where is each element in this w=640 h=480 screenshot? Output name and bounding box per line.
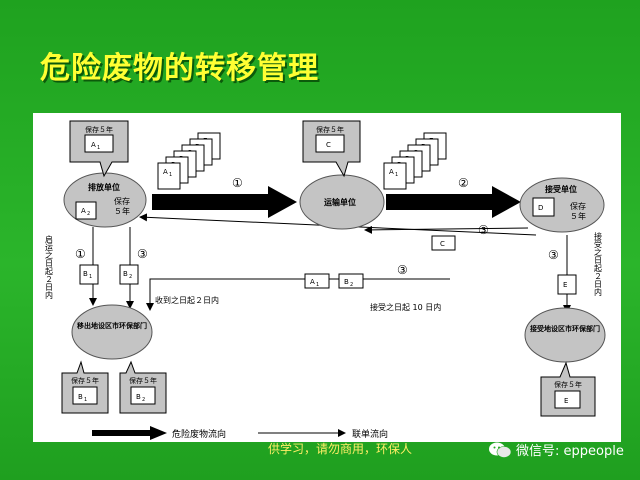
svg-text:1: 1	[169, 172, 172, 178]
retain-bubble-transporter-label: 保存５年	[316, 125, 344, 134]
svg-text:1: 1	[395, 172, 398, 178]
svg-text:1: 1	[89, 274, 92, 280]
svg-text:1: 1	[97, 145, 100, 151]
form-e-down	[557, 274, 577, 295]
retain-bubble-dest-e: 保存５年 E	[540, 361, 596, 417]
legend-waste-arrow	[92, 426, 167, 440]
dest-agency-label: 接受地设区市环保部门	[530, 324, 600, 333]
origin-agency-label: 移出地设区市环保部门	[77, 321, 147, 330]
receiver-node	[519, 177, 605, 233]
annotation-right-vertical: 接受之日起２日内	[594, 231, 603, 297]
svg-text:A: A	[389, 168, 394, 176]
svg-text:B: B	[123, 270, 128, 278]
wechat-id: 微信号: eppeople	[516, 444, 624, 459]
retain-bubble-discharger-form: A	[91, 141, 96, 149]
manifest-arrow-c-return	[364, 225, 529, 234]
slide-title: 危险废物的转移管理	[40, 51, 319, 86]
svg-text:1: 1	[316, 282, 319, 288]
svg-text:E: E	[563, 281, 567, 289]
step-marker-1-main: ①	[232, 176, 243, 190]
retain-origin-b2-label: 保存５年	[129, 376, 157, 385]
form-stack-to-receiver: E D C B B A 1	[383, 132, 447, 190]
retain-dest-e-label: 保存５年	[554, 380, 582, 389]
form-b2-on-line	[338, 273, 364, 289]
receiver-label: 接受单位	[545, 184, 577, 194]
footer-note: 供学习，请勿商用，环保人	[268, 442, 413, 456]
form-a2-in-discharger	[75, 201, 97, 220]
form-a2-sub: 2	[87, 211, 90, 217]
svg-text:B: B	[83, 270, 88, 278]
retain-bubble-transporter-form: C	[326, 141, 331, 149]
svg-text:B: B	[344, 278, 349, 286]
svg-text:2: 2	[350, 282, 353, 288]
legend-manifest-label: 联单流向	[352, 428, 388, 440]
waste-flow-arrow-2	[386, 186, 521, 218]
step-marker-3-left: ③	[137, 247, 148, 261]
origin-agency-node	[71, 304, 153, 360]
svg-text:E: E	[564, 397, 568, 405]
transporter-node	[299, 174, 385, 230]
legend-waste-label: 危险废物流向	[172, 428, 226, 440]
svg-text:C: C	[440, 240, 445, 248]
discharger-retain-1: 保存	[114, 196, 130, 206]
form-b2-down	[119, 264, 139, 285]
retain-bubble-transporter: 保存５年 C	[302, 120, 361, 178]
wechat-icon	[489, 442, 512, 458]
legend: 危险废物流向 联单流向	[92, 426, 388, 440]
svg-text:A: A	[310, 278, 315, 286]
form-b1-down	[79, 264, 99, 285]
waste-flow-arrow-1	[152, 186, 297, 218]
retain-origin-b1-label: 保存５年	[71, 376, 99, 385]
discharger-label: 排放单位	[88, 182, 120, 192]
discharger-retain-2: ５年	[114, 206, 130, 216]
step-marker-3-line: ③	[397, 263, 408, 277]
form-a1-on-line	[304, 273, 330, 289]
form-d-in-receiver	[532, 197, 555, 217]
form-stack-to-transporter: E D C B B A 1	[157, 132, 221, 190]
form-d-letter: D	[538, 204, 543, 212]
step-marker-3-right: ③	[548, 248, 559, 262]
wechat-watermark: 微信号: eppeople	[488, 440, 624, 459]
retain-bubble-discharger-label: 保存５年	[85, 125, 113, 134]
svg-text:2: 2	[142, 397, 145, 403]
step-marker-1-left: ①	[75, 247, 86, 261]
step-marker-3-return: ③	[478, 223, 489, 237]
step-marker-2-main: ②	[458, 176, 469, 190]
svg-text:2: 2	[129, 274, 132, 280]
svg-text:B: B	[78, 393, 83, 401]
form-c-on-return	[431, 235, 456, 251]
svg-text:B: B	[136, 393, 141, 401]
receiver-retain-2: ５年	[570, 211, 586, 221]
receiver-retain-1: 保存	[570, 201, 586, 211]
retain-bubble-origin-b2: 保存５年 B 2	[119, 360, 167, 414]
transporter-label: 运输单位	[324, 197, 356, 207]
svg-text:A: A	[163, 168, 168, 176]
retain-bubble-origin-b1: 保存５年 B 1	[61, 360, 109, 414]
annotation-left-vertical: 启运之日起２日内	[45, 234, 54, 300]
annotation-accept-10-days: 接受之日起 10 日内	[370, 302, 441, 312]
retain-bubble-discharger: 保存５年 A 1	[69, 120, 129, 178]
form-a2-letter: A	[81, 207, 86, 215]
annotation-receipt-2-days: 收到之日起２日内	[155, 295, 219, 305]
dest-agency-node	[524, 307, 606, 363]
svg-text:1: 1	[84, 397, 87, 403]
